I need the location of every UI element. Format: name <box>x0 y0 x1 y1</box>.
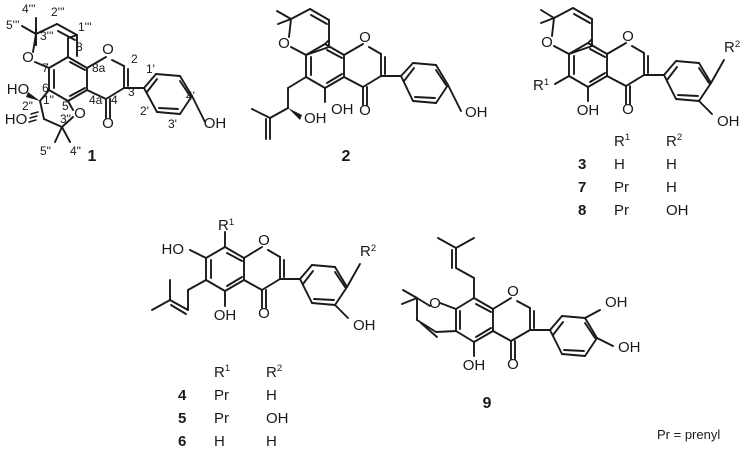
table-456-row2-number: 6 <box>178 433 187 450</box>
table-378-row0-number: 3 <box>578 156 587 173</box>
table-456-header-r2: R2 <box>266 363 283 381</box>
table-378-row0-r2: H <box>666 156 677 173</box>
atom-label-OH: OH <box>214 307 237 324</box>
table-378-row1-number: 7 <box>578 179 587 196</box>
atom-label-O: O <box>359 29 371 46</box>
r2-label: R2 <box>360 243 376 260</box>
locant-2tprime: 2''' <box>51 5 65 19</box>
locant-3tprime: 3''' <box>40 29 54 43</box>
locant-2dprime: 2" <box>22 99 33 113</box>
compound-2-number: 2 <box>341 148 351 165</box>
table-row: 7 Pr H <box>578 179 728 196</box>
locant-8a: 8a <box>92 61 106 75</box>
atom-label-OH: OH <box>331 101 354 118</box>
atom-label-OH: OH <box>204 115 227 132</box>
table-378-header-r1: R1 <box>614 132 631 150</box>
locant-6: 6 <box>42 81 49 95</box>
atom-label-OH: OH <box>717 113 740 130</box>
atom-label-OH: OH <box>465 104 488 121</box>
table-row: 3 H H <box>578 156 728 173</box>
table-378-row2-r1: Pr <box>614 202 629 219</box>
compound-1-structure: O O O O HO HO OH 4''' 2''' 5''' 3''' 1''… <box>5 2 227 158</box>
atom-label-OH: OH <box>577 102 600 119</box>
locant-7: 7 <box>42 61 49 75</box>
atom-label-O: O <box>541 34 553 51</box>
table-456-row1-number: 5 <box>178 410 187 427</box>
table-row: 8 Pr OH <box>578 202 728 219</box>
r-group-table-378: R1 R2 3 H H 7 Pr H 8 Pr OH <box>578 132 728 219</box>
compound-1-number: 1 <box>87 148 97 165</box>
table-456-row0-r1: Pr <box>214 387 229 404</box>
locant-2prime: 2' <box>140 104 149 118</box>
atom-label-OH: OH <box>353 317 376 334</box>
locant-1prime: 1' <box>146 62 155 76</box>
atom-label-O: O <box>258 232 270 249</box>
atom-label-OH: OH <box>618 339 641 356</box>
atom-label-O: O <box>102 41 114 58</box>
table-row: 5 Pr OH <box>178 410 328 427</box>
table-378-row1-r1: Pr <box>614 179 629 196</box>
atom-label-O: O <box>359 102 371 119</box>
locant-5dprime: 5" <box>40 144 51 158</box>
atom-label-OH: OH <box>463 357 486 374</box>
r1-label: R1 <box>218 218 234 234</box>
atom-label-O: O <box>258 305 270 322</box>
atom-label-OH: OH <box>304 110 327 127</box>
table-456-header-r1: R1 <box>214 363 231 381</box>
compound-3-7-8-structure: O O O OH OH R1 R2 <box>533 7 740 130</box>
r2-label: R2 <box>724 39 740 56</box>
table-row: 6 H H <box>178 433 328 450</box>
locant-8: 8 <box>76 40 83 54</box>
atom-label-O: O <box>102 115 114 132</box>
table-456-row2-r1: H <box>214 433 225 450</box>
locant-5tprime: 5''' <box>6 18 20 32</box>
compound-2-structure: O O O OH OH OH <box>251 8 488 140</box>
table-456-row0-number: 4 <box>178 387 187 404</box>
table-456-row1-r1: Pr <box>214 410 229 427</box>
locant-3dprime: 3" <box>60 112 71 126</box>
locant-2: 2 <box>131 52 138 66</box>
r1-label: R1 <box>533 77 549 94</box>
table-378-row2-number: 8 <box>578 202 587 219</box>
table-378-row2-r2: OH <box>666 202 689 219</box>
locant-4a: 4a <box>89 93 103 107</box>
table-456-row2-r2: H <box>266 433 277 450</box>
r-group-table-456: R1 R2 4 Pr H 5 Pr OH 6 H H <box>178 363 328 450</box>
footnote-pr-prenyl: Pr = prenyl <box>657 427 721 442</box>
table-456-row0-r2: H <box>266 387 277 404</box>
table-378-row1-r2: H <box>666 179 677 196</box>
table-456-row1-r2: OH <box>266 410 289 427</box>
atom-label-O: O <box>74 105 86 122</box>
atom-label-OH: OH <box>605 294 628 311</box>
atom-label-HO: HO <box>7 81 30 98</box>
atom-label-O: O <box>507 356 519 373</box>
locant-3prime: 3' <box>168 117 177 131</box>
table-row: 4 Pr H <box>178 387 328 404</box>
atom-label-O: O <box>22 49 34 66</box>
locant-4dprime: 4" <box>70 144 81 158</box>
atom-label-O: O <box>622 101 634 118</box>
locant-1tprime: 1''' <box>78 20 92 34</box>
atom-label-O: O <box>278 35 290 52</box>
compound-4-5-6-structure: HO O O OH OH R1 R2 <box>151 218 376 334</box>
atom-label-O: O <box>622 28 634 45</box>
compound-9-number: 9 <box>482 395 492 412</box>
locant-4: 4 <box>111 93 118 107</box>
locant-4prime: 4' <box>186 89 195 103</box>
locant-1dprime: 1" <box>43 93 54 107</box>
table-378-header-r2: R2 <box>666 132 683 150</box>
locant-3: 3 <box>128 85 135 99</box>
atom-label-O: O <box>429 295 441 312</box>
atom-label-O: O <box>507 283 519 300</box>
compound-9-structure: O O O OH OH OH <box>401 237 641 374</box>
locant-5: 5 <box>62 99 69 113</box>
atom-label-HO: HO <box>162 241 185 258</box>
locant-4tprime: 4''' <box>22 2 36 16</box>
atom-label-HO: HO <box>5 111 28 128</box>
table-378-row0-r1: H <box>614 156 625 173</box>
